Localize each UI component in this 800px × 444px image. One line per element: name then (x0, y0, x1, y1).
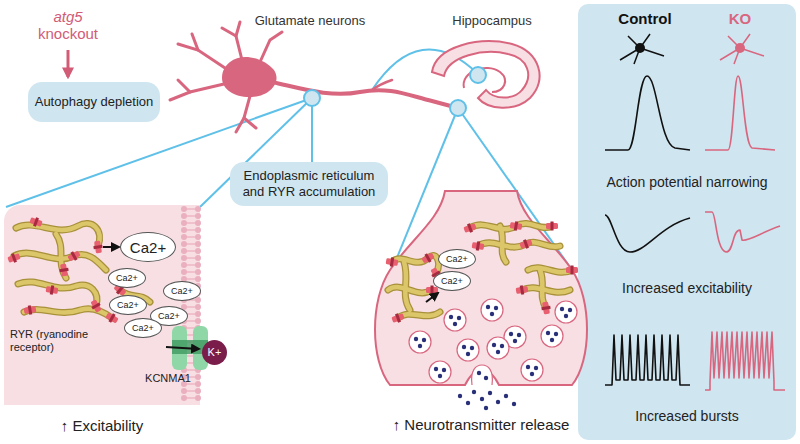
neuron-illustration (170, 22, 458, 132)
potassium-ion: K+ (202, 340, 227, 365)
neuron-illustration (272, 82, 458, 108)
cell-type-label: Glutamate neurons (245, 14, 375, 29)
knockout-arrow (68, 50, 69, 77)
neuron-icon (620, 34, 664, 64)
calcium-ion: Ca2+ (109, 295, 147, 315)
ryanodine-receptor (551, 222, 554, 231)
knockout-arrow (67, 50, 70, 77)
zoom-dot (450, 100, 466, 116)
neurotransmitter (488, 391, 492, 395)
node-text: Action potential narrowing (582, 174, 792, 190)
node-text: Ca2+ (171, 287, 193, 296)
neuron-icon (620, 34, 664, 64)
neuron-illustration (192, 34, 198, 50)
neuron-illustration (222, 57, 277, 97)
voltage-trace (605, 335, 690, 385)
node-text: Ca2+ (116, 274, 138, 283)
voltage-trace (605, 76, 690, 150)
neurotransmitter (458, 390, 516, 410)
neurotransmitter (480, 397, 484, 401)
neuron-illustration (236, 96, 250, 132)
part-label: KCNMA1 (138, 372, 198, 385)
neurotransmitter (512, 402, 516, 406)
hippocampus-illustration (432, 41, 540, 107)
neurotransmitter (458, 394, 462, 398)
ryanodine-receptor (546, 222, 558, 231)
neuron-illustration (260, 32, 282, 62)
neurotransmitter (466, 401, 470, 405)
neuron-illustration (244, 118, 256, 128)
node-text: Ca2+ (441, 277, 463, 286)
node-text: Ca2+ (158, 312, 180, 321)
node-text: Increased excitability (582, 280, 792, 296)
neuron-icon (720, 34, 764, 64)
voltage-trace (605, 76, 785, 390)
synaptic-vesicle (484, 376, 488, 380)
neurotransmitter (496, 400, 500, 404)
results-panel-bg (578, 4, 796, 440)
synapse-terminal: ↑ Neurotransmitter releaseCa2+Ca2+ (370, 190, 592, 395)
node-text: Endoplasmic reticulum and RYR accumulati… (236, 168, 382, 199)
calcium-ion: Ca2+ (433, 271, 471, 291)
zoom-dot (470, 67, 486, 83)
hippocampus-illustration (432, 41, 540, 107)
node-text: Ca2+ (132, 324, 154, 333)
calcium-ion: Ca2+ (124, 318, 162, 338)
calcium-ion: Ca2+ (163, 281, 201, 301)
terminal-outline (370, 190, 592, 395)
zoom-lines (311, 98, 313, 162)
calcium-ion: Ca2+ (438, 249, 476, 269)
neuron-illustration (178, 80, 190, 92)
node-text: KO (700, 10, 780, 27)
node-text: Ca2+ (130, 240, 166, 255)
results-panel-bg (578, 4, 796, 440)
region-label: Hippocampus (440, 14, 544, 29)
node-text: Ca2+ (446, 255, 468, 264)
neuron-illustration (170, 84, 224, 100)
neurotransmitter (504, 394, 508, 398)
gene-label: atg5 knockout (33, 8, 103, 43)
neuron-icon (720, 34, 764, 64)
neurotransmitter (472, 390, 476, 394)
voltage-trace (705, 76, 775, 150)
neuron-illustration (170, 22, 282, 132)
neuron-illustration (236, 22, 242, 60)
node-text: ↑ Neurotransmitter release (370, 416, 592, 433)
neuron-illustration (178, 44, 228, 70)
hippocampus-illustration (464, 68, 505, 92)
process-box: Autophagy depletion (28, 82, 160, 122)
voltage-trace (605, 215, 690, 252)
results-panel: Control KO Action potential narrowingIncre… (578, 4, 796, 440)
neuron-icon (635, 43, 645, 53)
neuron-illustration (222, 28, 236, 36)
node-text: Increased bursts (582, 408, 792, 424)
voltage-trace (705, 212, 780, 252)
terminal-outline (375, 191, 587, 385)
neuron-illustration (372, 80, 392, 90)
neuron-icon (735, 43, 745, 53)
node-text: Autophagy depletion (35, 94, 154, 110)
node-text: K+ (208, 347, 222, 358)
process-box: Endoplasmic reticulum and RYR accumulati… (230, 162, 388, 206)
neuron-icon (620, 34, 764, 64)
part-label: RYR (ryanodine receptor) (10, 328, 110, 353)
ryanodine-receptor (546, 223, 558, 229)
neurotransmitter (484, 406, 488, 410)
zoom-dot (304, 67, 486, 116)
calcium-ion: Ca2+ (108, 268, 146, 288)
node-text: Control (600, 10, 690, 27)
node-text: Ca2+ (117, 301, 139, 310)
voltage-trace (705, 332, 785, 390)
zoom-dot (304, 90, 320, 106)
calcium-ion: Ca2+ (120, 232, 176, 262)
node-text: ↑ Excitability (4, 417, 200, 434)
